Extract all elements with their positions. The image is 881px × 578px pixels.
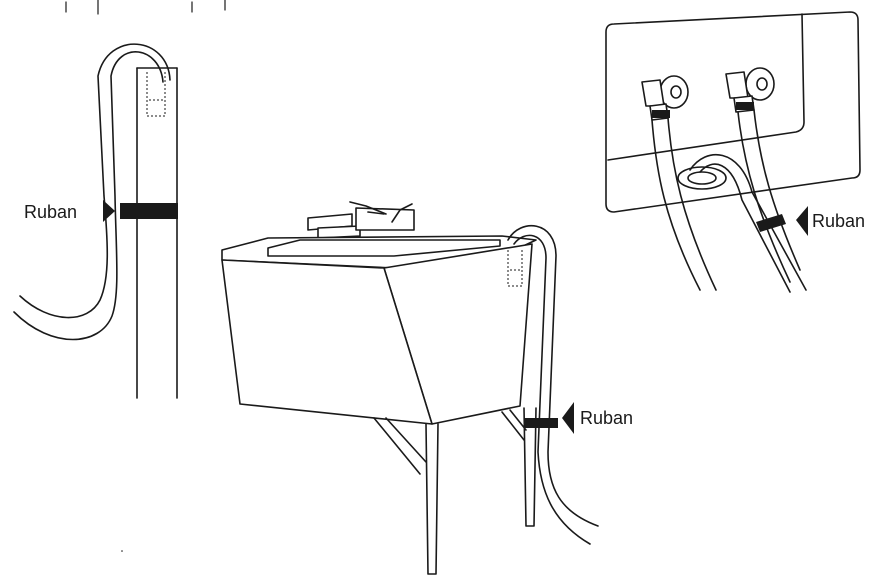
- sink-illustration: Ruban: [221, 201, 633, 575]
- inlet-hoses: [651, 109, 801, 291]
- tape-band-sink: [524, 418, 558, 428]
- sink-drain-hose: [507, 224, 599, 545]
- supply-box: [605, 11, 861, 213]
- ruban-label-right: Ruban: [812, 211, 865, 231]
- sink-legs: [373, 407, 537, 575]
- faucet: [307, 201, 415, 239]
- box-drain-hose: [689, 154, 807, 293]
- water-valve-left: [641, 75, 689, 121]
- arrow-left-icon: [562, 402, 574, 434]
- top-marks: [65, 0, 226, 15]
- stray-dot: [121, 550, 123, 552]
- standpipe: [136, 67, 178, 399]
- arrow-right-icon: [103, 200, 115, 222]
- standpipe-illustration: Ruban: [13, 43, 178, 399]
- ruban-label-sink: Ruban: [580, 408, 633, 428]
- sink-basin: [221, 235, 537, 425]
- drain-opening: [677, 166, 727, 190]
- tape-band-right: [756, 214, 786, 232]
- water-valve-right: [725, 67, 775, 113]
- ruban-label-left: Ruban: [24, 202, 77, 222]
- supply-box-inner-panel: [607, 13, 805, 161]
- supply-box-illustration: Ruban: [605, 11, 865, 293]
- arrow-left-icon: [796, 206, 808, 236]
- drain-hose: [13, 43, 171, 341]
- tape-band-left: [120, 203, 178, 219]
